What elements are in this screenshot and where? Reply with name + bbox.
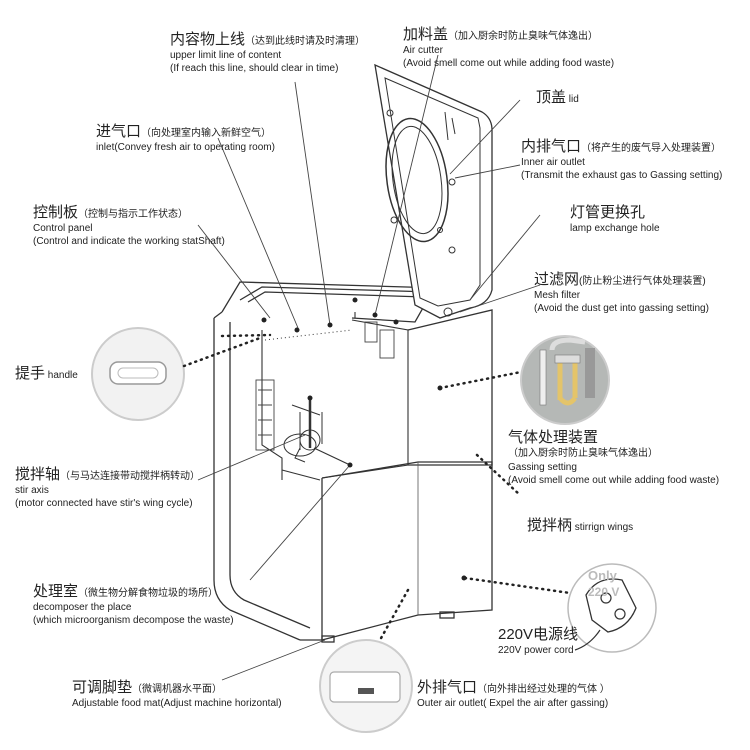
handle-en: handle (47, 370, 78, 381)
food-mat-zh: 可调脚垫 (72, 679, 133, 696)
upper-limit-en2: (If reach this line, should clear in tim… (170, 63, 339, 74)
upper-limit-en1: upper limit line of content (170, 50, 282, 61)
stir-axis-zh: 搅拌轴 (15, 466, 61, 483)
power-cord-en1: 220V power cord (498, 645, 574, 656)
leader-lines (197, 54, 541, 681)
label-inner-outlet: 内排气口（将产生的废气导入处理装置） Inner air outlet (Tra… (521, 137, 722, 182)
gassing-inset (520, 335, 610, 425)
label-stir-wings: 搅拌柄 stirrign wings (527, 516, 633, 535)
outer-outlet-en1: Outer air outlet( Expel the air after ga… (417, 698, 609, 709)
food-mat-en1: Adjustable food mat(Adjust machine horiz… (72, 698, 282, 709)
air-cutter-zh: 加料盖 (403, 26, 449, 43)
upper-limit-zh: 内容物上线 (170, 31, 246, 48)
gassing-note: （加入厨余时防止臭味气体逸出） (508, 448, 658, 459)
label-food-mat: 可调脚垫（微调机器水平面） Adjustable food mat(Adjust… (72, 678, 282, 710)
label-gassing: 气体处理装置 （加入厨余时防止臭味气体逸出） Gassing setting (… (508, 428, 719, 487)
mesh-filter-note: (防止粉尘进行气体处理装置) (579, 276, 706, 287)
decomposer-zh: 处理室 (33, 583, 79, 600)
control-panel-note: （控制与指示工作状态） (78, 209, 189, 220)
lid-en: lid (568, 94, 579, 105)
inner-outlet-zh: 内排气口 (521, 138, 582, 155)
inner-outlet-note: （将产生的废气导入处理装置） (581, 143, 722, 154)
control-panel-en2: (Control and indicate the working statSh… (33, 236, 225, 247)
power-plug-inset (567, 563, 657, 653)
label-outer-outlet: 外排气口（向外排出经过处理的气体 ） Outer air outlet( Exp… (417, 678, 610, 710)
control-panel-zh: 控制板 (33, 204, 79, 221)
plug-volt-text: 220 V (588, 585, 620, 599)
stir-axis-en1: stir axis (15, 485, 49, 496)
label-inlet: 进气口（向处理室内输入新鲜空气） inlet(Convey fresh air … (96, 122, 275, 154)
stir-wings-zh: 搅拌柄 (527, 517, 573, 534)
label-control-panel: 控制板（控制与指示工作状态） Control panel (Control an… (33, 203, 225, 248)
outer-outlet-zh: 外排气口 (417, 679, 478, 696)
inlet-zh: 进气口 (96, 123, 142, 140)
label-decomposer: 处理室（微生物分解食物垃圾的场所） decomposer the place (… (33, 582, 234, 627)
air-cutter-en2: (Avoid smell come out while adding food … (403, 58, 615, 69)
lamp-en1: lamp exchange hole (570, 223, 660, 234)
dotted-leaders (182, 333, 572, 642)
label-lamp: 灯管更换孔 lamp exchange hole (570, 203, 660, 235)
label-lid: 顶盖 lid (536, 88, 579, 107)
mesh-filter-en1: Mesh filter (534, 290, 581, 301)
decomposer-en2: (which microorganism decompose the waste… (33, 615, 234, 626)
machine-body (213, 281, 493, 643)
gassing-zh: 气体处理装置 (508, 429, 599, 446)
handle-zh: 提手 (15, 365, 46, 382)
food-mat-note: （微调机器水平面） (132, 684, 223, 695)
stir-wings-en: stirrign wings (574, 522, 634, 533)
label-mesh-filter: 过滤网(防止粉尘进行气体处理装置) Mesh filter (Avoid the… (534, 270, 709, 315)
inner-outlet-en2: (Transmit the exhaust gas to Gassing set… (521, 170, 723, 181)
mesh-filter-zh: 过滤网 (534, 271, 580, 288)
open-lid (374, 63, 493, 319)
plug-only-text: Only (588, 568, 617, 583)
inlet-en1: inlet(Convey fresh air to operating room… (96, 142, 275, 153)
label-power-cord: 220V电源线 220V power cord (498, 625, 578, 657)
inner-machinery (255, 321, 395, 451)
lid-zh: 顶盖 (536, 89, 567, 106)
stir-axis-en2: (motor connected have stir's wing cycle) (15, 498, 193, 509)
lamp-zh: 灯管更换孔 (570, 204, 646, 221)
stir-axis-note: （与马达连接带动搅拌柄转动） (60, 471, 201, 482)
label-air-cutter: 加料盖（加入厨余时防止臭味气体逸出） Air cutter (Avoid sme… (403, 25, 614, 70)
power-cord-zh: 220V电源线 (498, 626, 579, 643)
control-panel-en1: Control panel (33, 223, 93, 234)
gassing-en1: Gassing setting (508, 462, 577, 473)
inlet-note: （向处理室内输入新鲜空气） (141, 128, 272, 139)
decomposer-note: （微生物分解食物垃圾的场所） (78, 588, 219, 599)
stir-assembly (283, 398, 351, 466)
inner-outlet-en1: Inner air outlet (521, 157, 585, 168)
air-cutter-en1: Air cutter (403, 45, 444, 56)
upper-limit-note: （达到此线时请及时清理） (245, 36, 366, 47)
outer-outlet-inset (319, 639, 413, 733)
outer-outlet-note: （向外排出经过处理的气体 ） (477, 684, 610, 695)
mesh-filter-en2: (Avoid the dust get into gassing setting… (534, 303, 709, 314)
label-stir-axis: 搅拌轴（与马达连接带动搅拌柄转动） stir axis (motor conne… (15, 465, 200, 510)
air-cutter-note: （加入厨余时防止臭味气体逸出） (448, 31, 599, 42)
decomposer-en1: decomposer the place (33, 602, 132, 613)
label-handle: 提手 handle (15, 364, 78, 383)
label-upper-limit: 内容物上线（达到此线时请及时清理） upper limit line of co… (170, 30, 365, 75)
gassing-en2: (Avoid smell come out while adding food … (508, 475, 720, 486)
marker-dots (261, 297, 467, 581)
handle-inset (91, 327, 185, 421)
